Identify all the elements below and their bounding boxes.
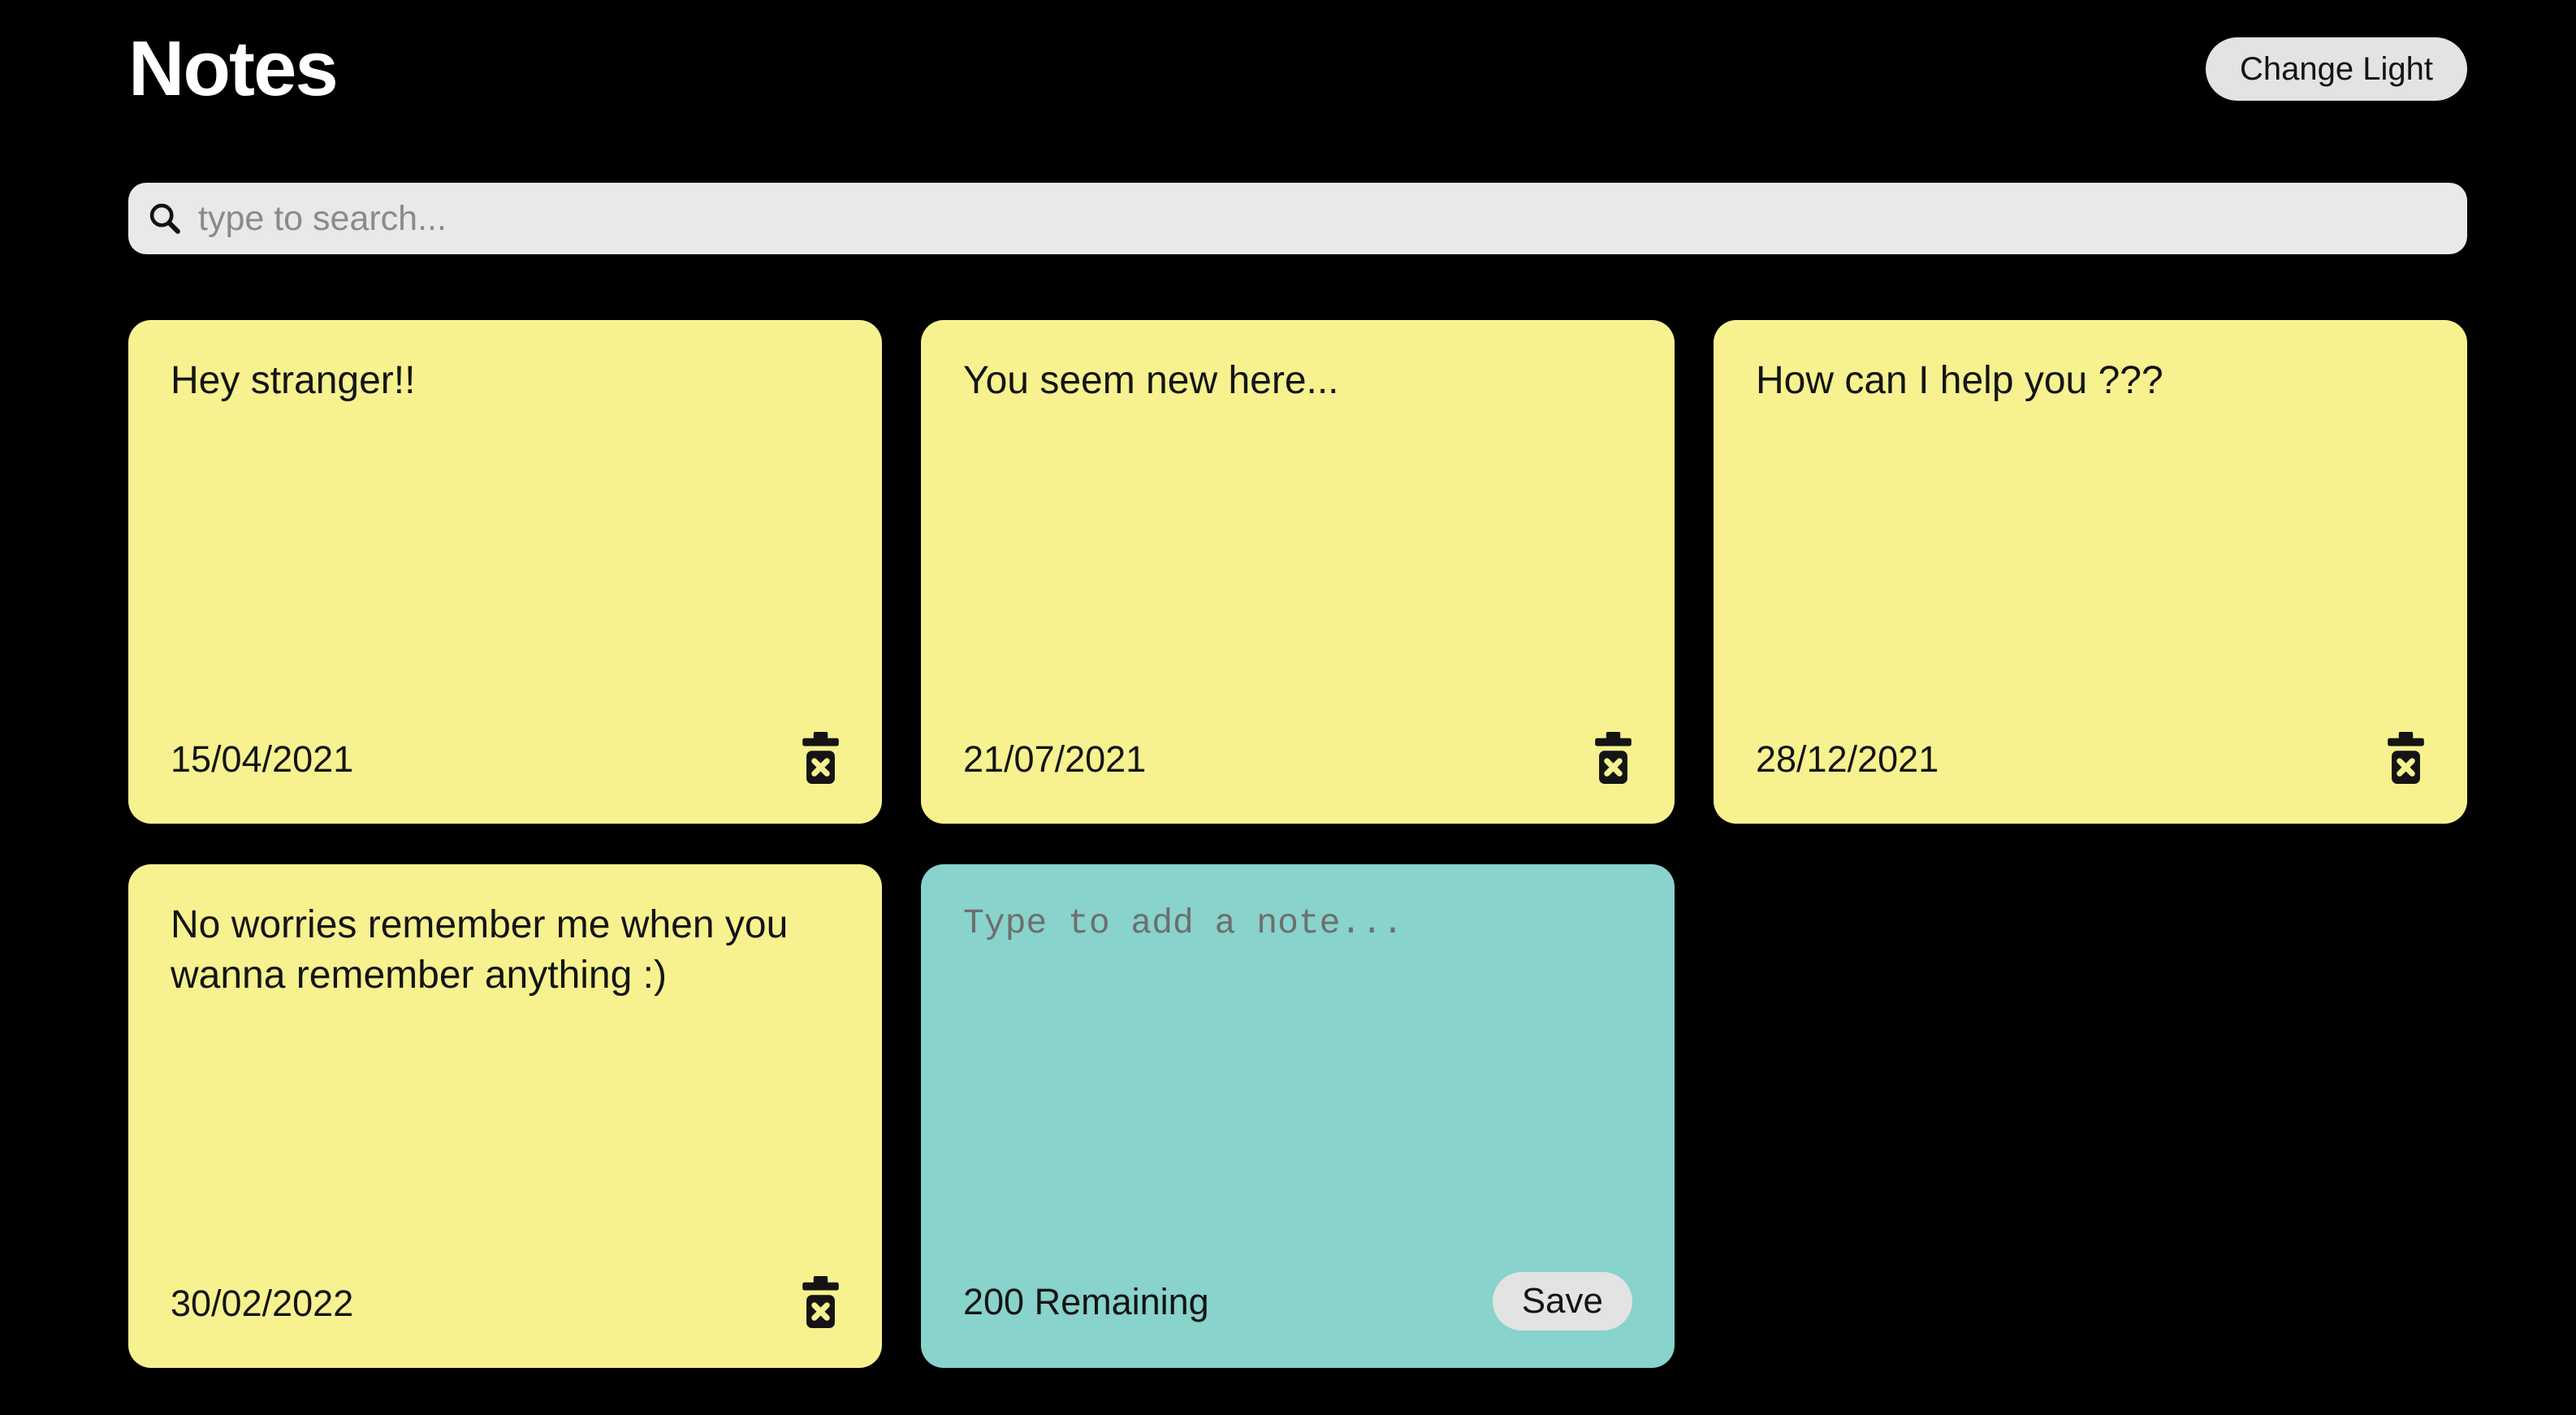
trash-delete-icon	[802, 732, 840, 786]
trash-delete-icon	[2387, 732, 2425, 786]
note-text: Hey stranger!!	[171, 359, 416, 402]
save-note-button[interactable]: Save	[1492, 1272, 1632, 1331]
note-date: 15/04/2021	[171, 738, 354, 780]
note-text: You seem new here...	[963, 359, 1339, 402]
new-note-card: 200 Remaining Save	[921, 864, 1675, 1368]
note-text: No worries remember me when you wanna re…	[171, 903, 799, 997]
new-note-input[interactable]	[963, 900, 1632, 1272]
search-input[interactable]	[198, 198, 2444, 239]
search-bar	[128, 183, 2467, 254]
note-card: How can I help you ??? 28/12/2021	[1714, 320, 2467, 824]
note-date: 21/07/2021	[963, 738, 1147, 780]
top-bar: Notes Change Light	[128, 21, 2467, 117]
search-icon	[146, 200, 184, 237]
composer-footer: 200 Remaining Save	[963, 1272, 1632, 1331]
chars-remaining-label: 200 Remaining	[963, 1280, 1209, 1322]
page-title: Notes	[128, 24, 339, 112]
note-footer: 15/04/2021	[171, 732, 840, 786]
note-date: 30/02/2022	[171, 1283, 354, 1324]
notes-grid: Hey stranger!! 15/04/2021	[128, 320, 2467, 1368]
note-footer: 30/02/2022	[171, 1276, 840, 1331]
delete-note-button[interactable]	[802, 1276, 840, 1331]
delete-note-button[interactable]	[2387, 732, 2425, 786]
note-footer: 21/07/2021	[963, 732, 1632, 786]
note-card: You seem new here... 21/07/2021	[921, 320, 1675, 824]
note-footer: 28/12/2021	[1756, 732, 2425, 786]
note-date: 28/12/2021	[1756, 738, 1939, 780]
note-card: No worries remember me when you wanna re…	[128, 864, 882, 1368]
trash-delete-icon	[1594, 732, 1632, 786]
note-card: Hey stranger!! 15/04/2021	[128, 320, 882, 824]
trash-delete-icon	[802, 1276, 840, 1331]
delete-note-button[interactable]	[1594, 732, 1632, 786]
note-text: How can I help you ???	[1756, 359, 2163, 402]
delete-note-button[interactable]	[802, 732, 840, 786]
theme-toggle-button[interactable]: Change Light	[2206, 37, 2467, 101]
